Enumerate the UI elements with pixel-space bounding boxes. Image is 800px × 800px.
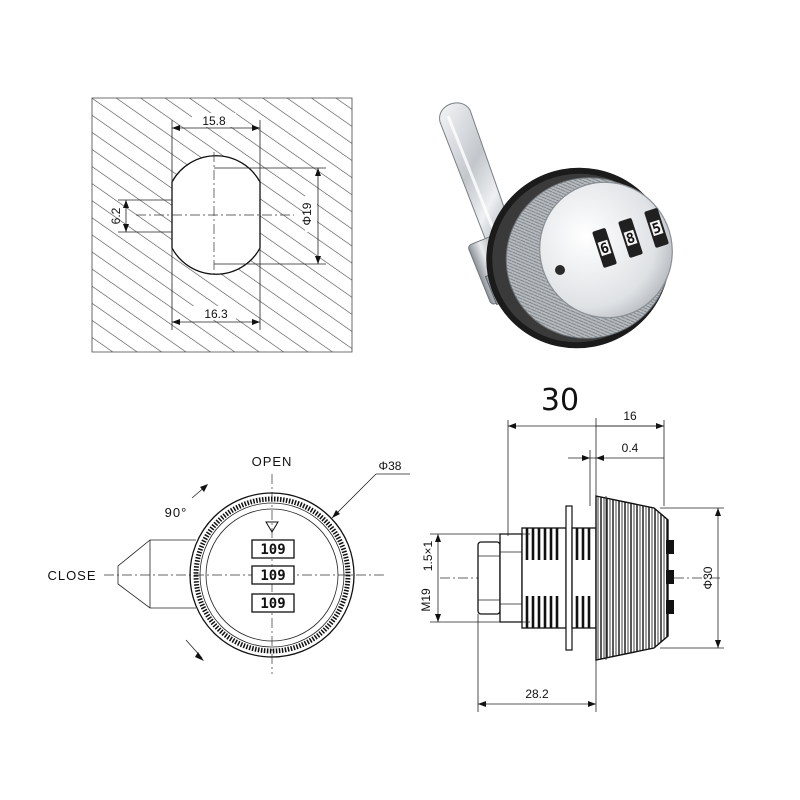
dim-diameter: Φ19 xyxy=(300,202,314,225)
side-wheel-nubs xyxy=(666,540,674,614)
dim-overall: 30 xyxy=(541,383,579,418)
outer-ring xyxy=(189,492,355,658)
cam-tongue xyxy=(477,541,501,615)
label-open: OPEN xyxy=(252,454,293,469)
panel-plate xyxy=(565,505,573,651)
cam-outline xyxy=(117,539,196,609)
front-wheels: 109 109 109 xyxy=(251,539,295,613)
side-view: 30 16 0.4 M19 1.5×1 Φ30 xyxy=(419,383,724,712)
front-wheel-digits: 109 xyxy=(260,568,285,584)
dim-side-diameter: Φ30 xyxy=(701,566,715,589)
lock-body xyxy=(595,495,669,661)
front-wheel-digits: 109 xyxy=(260,542,285,558)
dim-thread-pitch: 1.5×1 xyxy=(421,540,435,571)
label-close: CLOSE xyxy=(47,568,96,583)
dim-flat-height: 6.2 xyxy=(109,207,123,224)
dim-body-length: 16 xyxy=(623,409,637,423)
front-view: 109 109 109 OPEN CLOSE 90° Φ38 xyxy=(47,454,410,674)
dim-front-diameter: Φ38 xyxy=(379,459,402,473)
cutout-drawing: 15.8 6.2 Φ19 16.3 xyxy=(91,97,353,353)
lock-photo: 6 8 5 xyxy=(439,102,673,349)
marker-triangle xyxy=(265,521,279,533)
dim-gap: 0.4 xyxy=(622,441,639,455)
label-angle: 90° xyxy=(165,505,188,520)
photo-wheels: 6 8 5 xyxy=(592,208,669,268)
dim-top-width: 15.8 xyxy=(202,114,226,128)
front-wheel-digits: 109 xyxy=(260,596,285,612)
dim-thread: M19 xyxy=(419,588,433,612)
dim-length: 28.2 xyxy=(525,687,549,701)
hex-nut xyxy=(499,533,523,623)
dim-bottom-width: 16.3 xyxy=(204,307,228,321)
